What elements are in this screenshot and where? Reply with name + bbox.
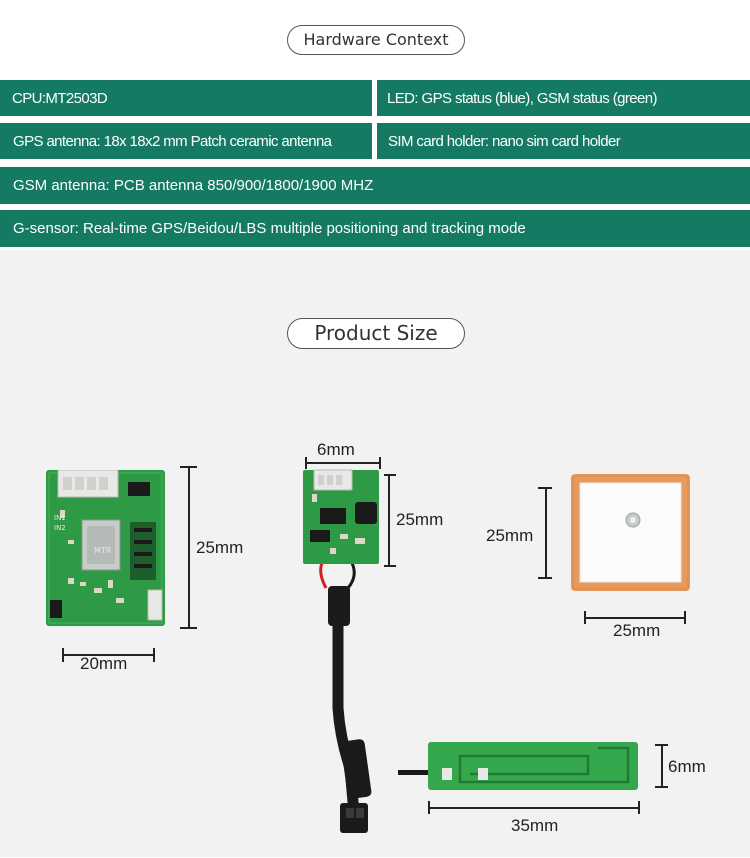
product-size-title: Product Size xyxy=(287,318,465,349)
dim-line-pcb-left xyxy=(428,801,430,814)
dim-line-b-left xyxy=(305,457,307,469)
hardware-context-title: Hardware Context xyxy=(287,25,465,55)
dim-line-p-left xyxy=(584,611,586,624)
dim-line-pcb-vertical xyxy=(661,744,663,787)
dim-line-b-horizontal xyxy=(305,462,380,464)
dim-line-b-right xyxy=(379,457,381,469)
dim-line-a-horizontal xyxy=(62,654,154,656)
dim-line-b-top xyxy=(384,474,396,476)
dim-line-a-bottom xyxy=(180,627,197,629)
dim-line-p-right xyxy=(684,611,686,624)
silkscreen-in2: IN2 xyxy=(54,524,66,532)
spec-gsm-antenna: GSM antenna: PCB antenna 850/900/1800/19… xyxy=(0,167,750,204)
spec-sim-holder: SIM card holder: nano sim card holder xyxy=(377,123,750,159)
silkscreen-mtr: MTR xyxy=(94,546,112,555)
dim-line-b-vertical xyxy=(388,474,390,566)
pcb-antenna-image xyxy=(398,742,638,790)
silkscreen-in1: IN1 xyxy=(54,514,66,522)
dim-line-p-bottom xyxy=(538,577,552,579)
pcb-height-label: 6mm xyxy=(668,757,706,776)
pcb-width-label: 35mm xyxy=(511,816,559,835)
dim-line-p-horizontal xyxy=(584,617,685,619)
spec-g-sensor: G-sensor: Real-time GPS/Beidou/LBS multi… xyxy=(0,210,750,247)
dim-line-pcb-right xyxy=(638,801,640,814)
dim-line-p-vertical xyxy=(545,487,547,578)
dim-line-b-bottom xyxy=(384,565,396,567)
dim-line-pcb-horizontal xyxy=(428,807,639,809)
spec-led: LED: GPS status (blue), GSM status (gree… xyxy=(377,80,750,116)
board-a-width-label: 20mm xyxy=(80,654,128,673)
patch-width-label: 25mm xyxy=(613,621,661,640)
main-board-image: MTR IN1 IN2 xyxy=(46,470,165,626)
dim-line-a-vertical xyxy=(188,466,190,628)
ceramic-patch-image xyxy=(571,474,690,591)
patch-height-label: 25mm xyxy=(486,526,534,545)
module-cable-image xyxy=(303,469,379,833)
spec-gps-antenna: GPS antenna: 18x 18x2 mm Patch ceramic a… xyxy=(0,123,372,159)
dim-line-pcb-bottom xyxy=(655,786,668,788)
board-b-height-label: 25mm xyxy=(396,510,444,529)
board-a-height-label: 25mm xyxy=(196,538,244,557)
spec-cpu: CPU:MT2503D xyxy=(0,80,372,116)
board-b-width-label: 6mm xyxy=(317,440,355,459)
dim-line-a-right xyxy=(153,648,155,662)
dim-line-a-left xyxy=(62,648,64,662)
